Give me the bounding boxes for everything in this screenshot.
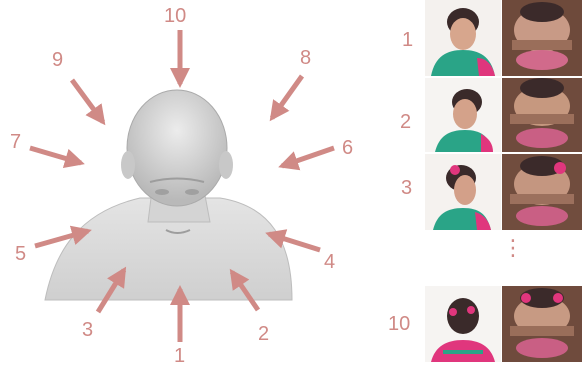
mesh-eye-left bbox=[155, 189, 169, 195]
mesh-ear-right bbox=[219, 151, 233, 179]
arrow-7 bbox=[30, 148, 81, 163]
texture-map-10 bbox=[502, 286, 582, 362]
mesh-eye-right bbox=[185, 189, 199, 195]
portrait-photo-2 bbox=[425, 78, 501, 152]
view-label-9: 9 bbox=[52, 50, 63, 70]
row-label-1: 1 bbox=[402, 30, 413, 50]
vertical-ellipsis: ⋮ bbox=[502, 244, 524, 254]
view-label-4: 4 bbox=[324, 252, 335, 272]
view-label-10: 10 bbox=[164, 6, 186, 26]
arrow-8 bbox=[272, 76, 302, 118]
arrow-9 bbox=[72, 80, 103, 122]
view-label-5: 5 bbox=[15, 244, 26, 264]
portrait-photo-1 bbox=[425, 0, 501, 76]
mesh-ear-left bbox=[121, 151, 135, 179]
view-label-2: 2 bbox=[258, 324, 269, 344]
portrait-photo-3 bbox=[425, 154, 501, 230]
view-label-8: 8 bbox=[300, 48, 311, 68]
row-label-2: 2 bbox=[400, 112, 411, 132]
row-label-3: 3 bbox=[401, 178, 412, 198]
view-label-7: 7 bbox=[10, 132, 21, 152]
arrow-6 bbox=[282, 148, 334, 166]
view-label-6: 6 bbox=[342, 138, 353, 158]
view-label-3: 3 bbox=[82, 320, 93, 340]
portrait-photo-10 bbox=[425, 286, 501, 362]
view-label-1: 1 bbox=[174, 346, 185, 366]
texture-map-3 bbox=[502, 154, 582, 230]
texture-map-2 bbox=[502, 78, 582, 152]
row-label-10: 10 bbox=[388, 314, 410, 334]
mesh-head bbox=[127, 90, 227, 206]
texture-map-1 bbox=[502, 0, 582, 76]
